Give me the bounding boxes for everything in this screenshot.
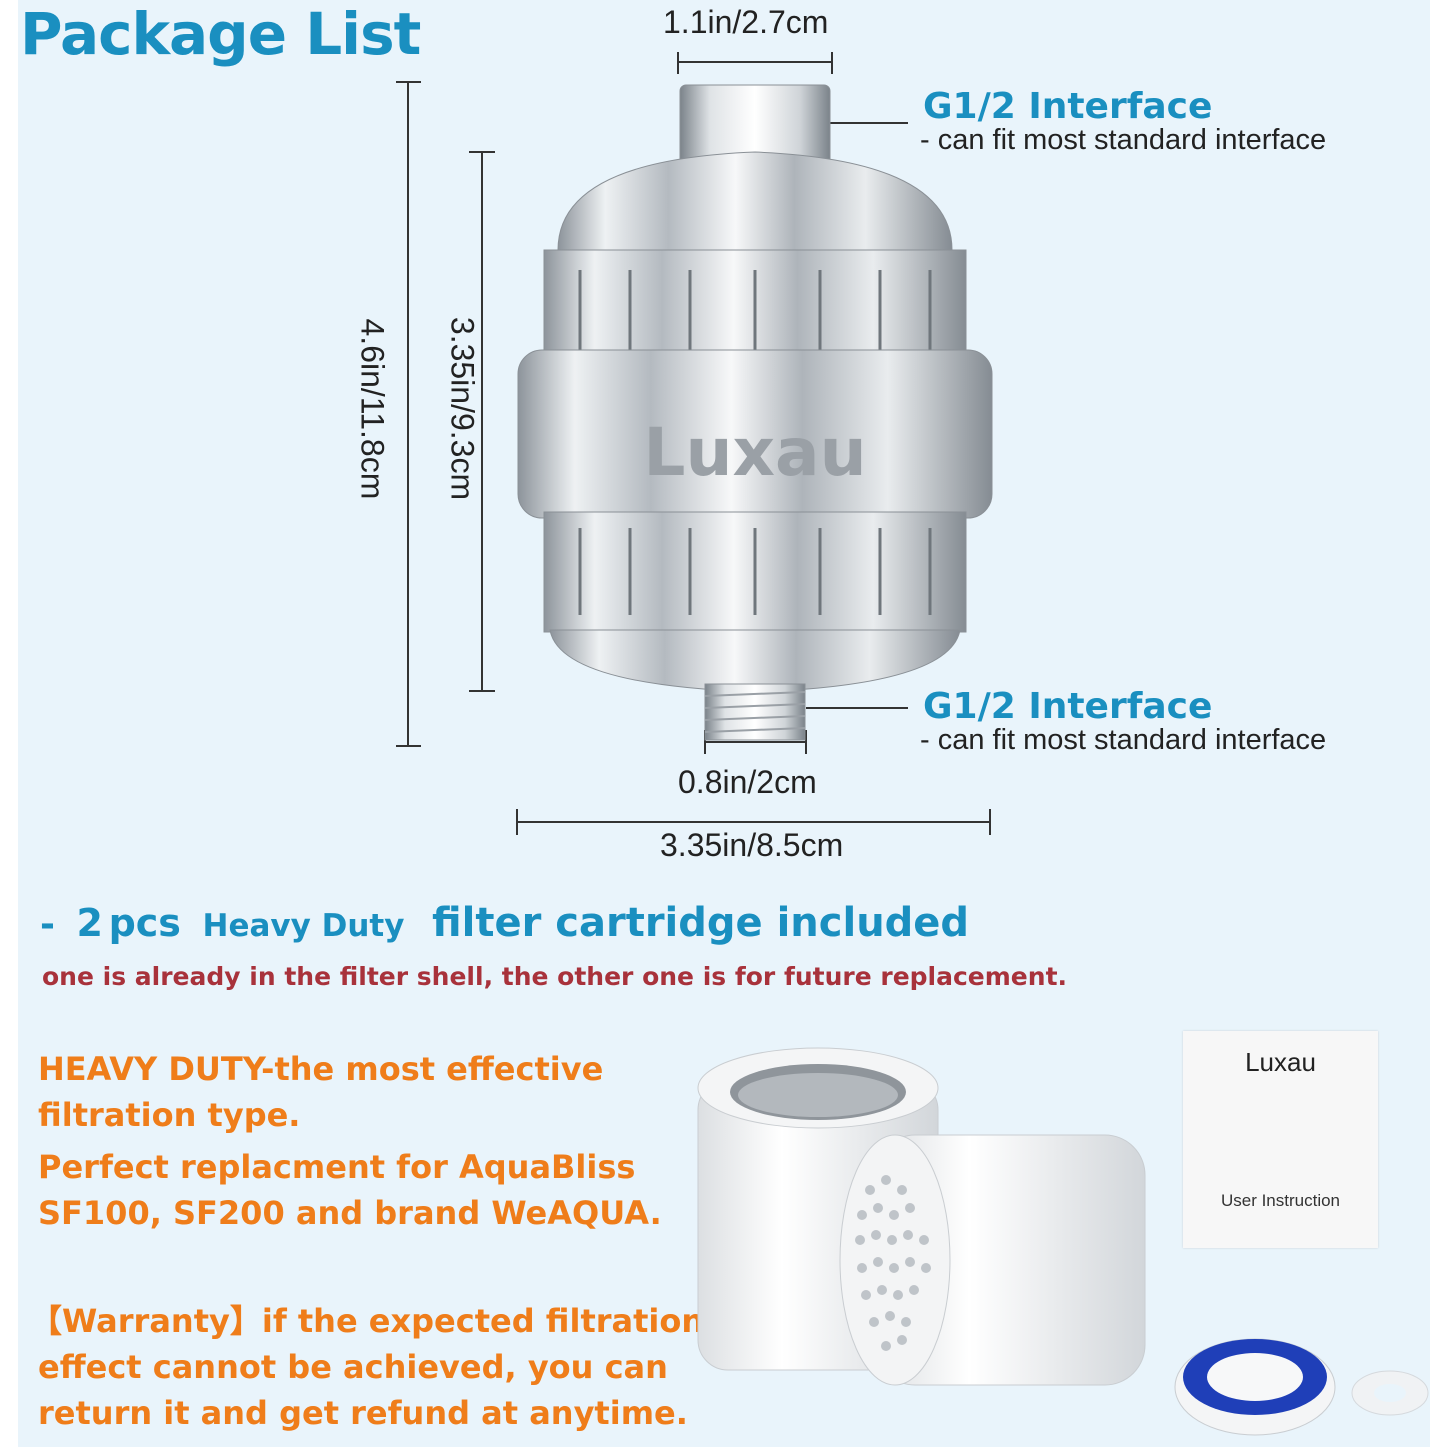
feature-line: Perfect replacment for AquaBliss — [38, 1148, 636, 1186]
pcs: pcs — [108, 901, 181, 945]
dash: - — [40, 904, 55, 945]
bottom-interface-subtitle: - can fit most standard interface — [920, 724, 1327, 756]
features-block: HEAVY DUTY-the most effective filtration… — [38, 1046, 662, 1236]
feature-line: SF100, SF200 and brand WeAQUA. — [38, 1194, 662, 1232]
bottom-width-label: 0.8in/2cm — [678, 764, 817, 800]
bottom-interface-title: G1/2 Interface — [923, 686, 1213, 727]
warranty-line: 【Warranty】if the expected filtration — [30, 1302, 705, 1340]
shower-filter-image: Luxau — [517, 84, 993, 741]
warranty-line: return it and get refund at anytime. — [38, 1394, 688, 1432]
replacement-note: one is already in the filter shell, the … — [42, 962, 1068, 991]
brand-logo: Luxau — [643, 414, 866, 491]
warranty-line: effect cannot be achieved, you can — [38, 1348, 668, 1386]
top-interface-subtitle: - can fit most standard interface — [920, 124, 1327, 156]
qty: 2 — [76, 901, 103, 945]
cartridge-included-line: - 2 pcs Heavy Duty filter cartridge incl… — [40, 900, 969, 946]
user-instruction-manual: Luxau User Instruction — [1183, 1031, 1378, 1248]
overall-height-label: 4.6in/11.8cm — [354, 318, 391, 500]
body-height-label: 3.35in/9.3cm — [444, 316, 481, 501]
top-interface-title: G1/2 Interface — [923, 86, 1213, 127]
tape-and-washer-image — [1174, 1338, 1429, 1436]
page-title: Package List — [20, 0, 421, 68]
overall-width-label: 3.35in/8.5cm — [660, 827, 844, 863]
manual-brand: Luxau — [1245, 1047, 1316, 1077]
manual-label: User Instruction — [1220, 1191, 1341, 1210]
feature-line: filtration type. — [38, 1096, 301, 1134]
top-width-label: 1.1in/2.7cm — [663, 4, 829, 40]
heavy-duty: Heavy Duty — [202, 908, 405, 944]
feature-line: HEAVY DUTY-the most effective — [38, 1050, 604, 1088]
filter-cartridges-image — [697, 1047, 1146, 1386]
cartridge-text: filter cartridge included — [432, 900, 970, 946]
warranty-block: 【Warranty】if the expected filtration eff… — [30, 1298, 704, 1436]
